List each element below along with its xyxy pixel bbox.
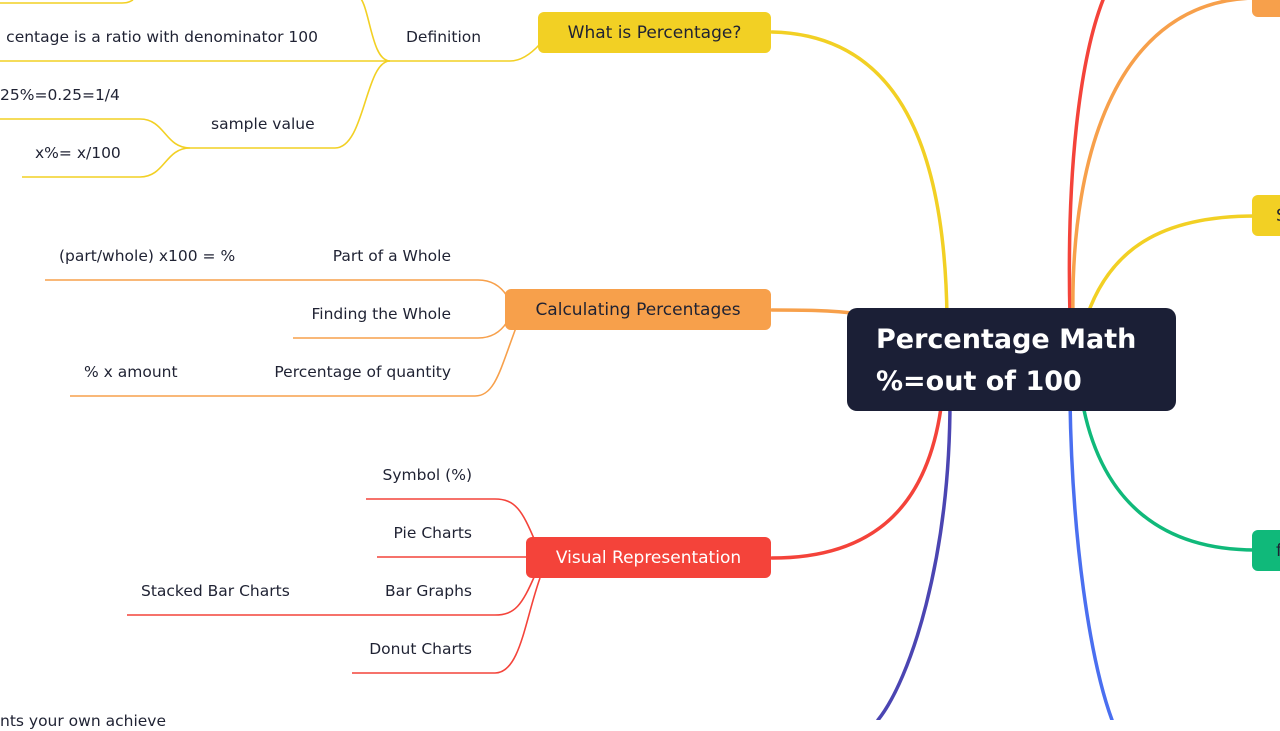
link-root-visual — [770, 398, 944, 560]
label-bottom-fragment[interactable]: nts your own achieve — [0, 712, 166, 730]
node-partial-green-label: f — [1276, 540, 1280, 561]
label-definition[interactable]: Definition — [406, 28, 482, 46]
link-root-top-orange — [1071, 0, 1252, 320]
node-visual-label: Visual Representation — [555, 547, 742, 568]
label-sample-1[interactable]: 25%=0.25=1/4 — [0, 86, 120, 104]
label-percentage-of-quantity[interactable]: Percentage of quantity — [274, 363, 451, 381]
node-calculating-percentages[interactable]: Calculating Percentages — [505, 289, 771, 330]
label-sample-value[interactable]: sample value — [211, 115, 315, 133]
node-calc-label: Calculating Percentages — [535, 299, 741, 320]
link-root-bottom-blue — [1068, 398, 1114, 720]
node-what-label: What is Percentage? — [567, 22, 742, 43]
link-root-right-green — [1080, 398, 1257, 552]
link-root-bottom-purple — [876, 398, 952, 720]
link-root-right-yellow — [1085, 214, 1257, 318]
root-node[interactable]: Percentage Math %=out of 100 — [847, 308, 1176, 411]
node-partial-yellow-label: S — [1276, 206, 1280, 226]
node-visual-representation[interactable]: Visual Representation — [526, 537, 771, 578]
link-root-top-red — [1067, 0, 1105, 320]
label-part-of-whole[interactable]: Part of a Whole — [332, 247, 451, 265]
node-partial-top-orange[interactable] — [1252, 0, 1280, 17]
label-part-whole-formula[interactable]: (part/whole) x100 = % — [59, 247, 236, 265]
label-donut-charts[interactable]: Donut Charts — [369, 640, 472, 658]
root-subtitle: %=out of 100 — [876, 366, 1082, 397]
label-definition-text[interactable]: centage is a ratio with denominator 100 — [6, 28, 318, 46]
node-partial-right-green[interactable]: f — [1252, 530, 1280, 571]
node-what-is-percentage[interactable]: What is Percentage? — [538, 12, 771, 53]
label-pie-charts[interactable]: Pie Charts — [393, 524, 472, 542]
label-sample-2[interactable]: x%= x/100 — [35, 144, 121, 162]
root-title: Percentage Math — [876, 324, 1137, 355]
label-symbol[interactable]: Symbol (%) — [382, 466, 473, 484]
label-finding-whole[interactable]: Finding the Whole — [311, 305, 452, 323]
node-partial-right-yellow[interactable]: S — [1252, 195, 1280, 236]
link-root-what — [770, 30, 949, 320]
label-bar-graphs[interactable]: Bar Graphs — [384, 582, 472, 600]
label-stacked-bar-charts[interactable]: Stacked Bar Charts — [141, 582, 290, 600]
label-percent-x-amount[interactable]: % x amount — [84, 363, 178, 381]
